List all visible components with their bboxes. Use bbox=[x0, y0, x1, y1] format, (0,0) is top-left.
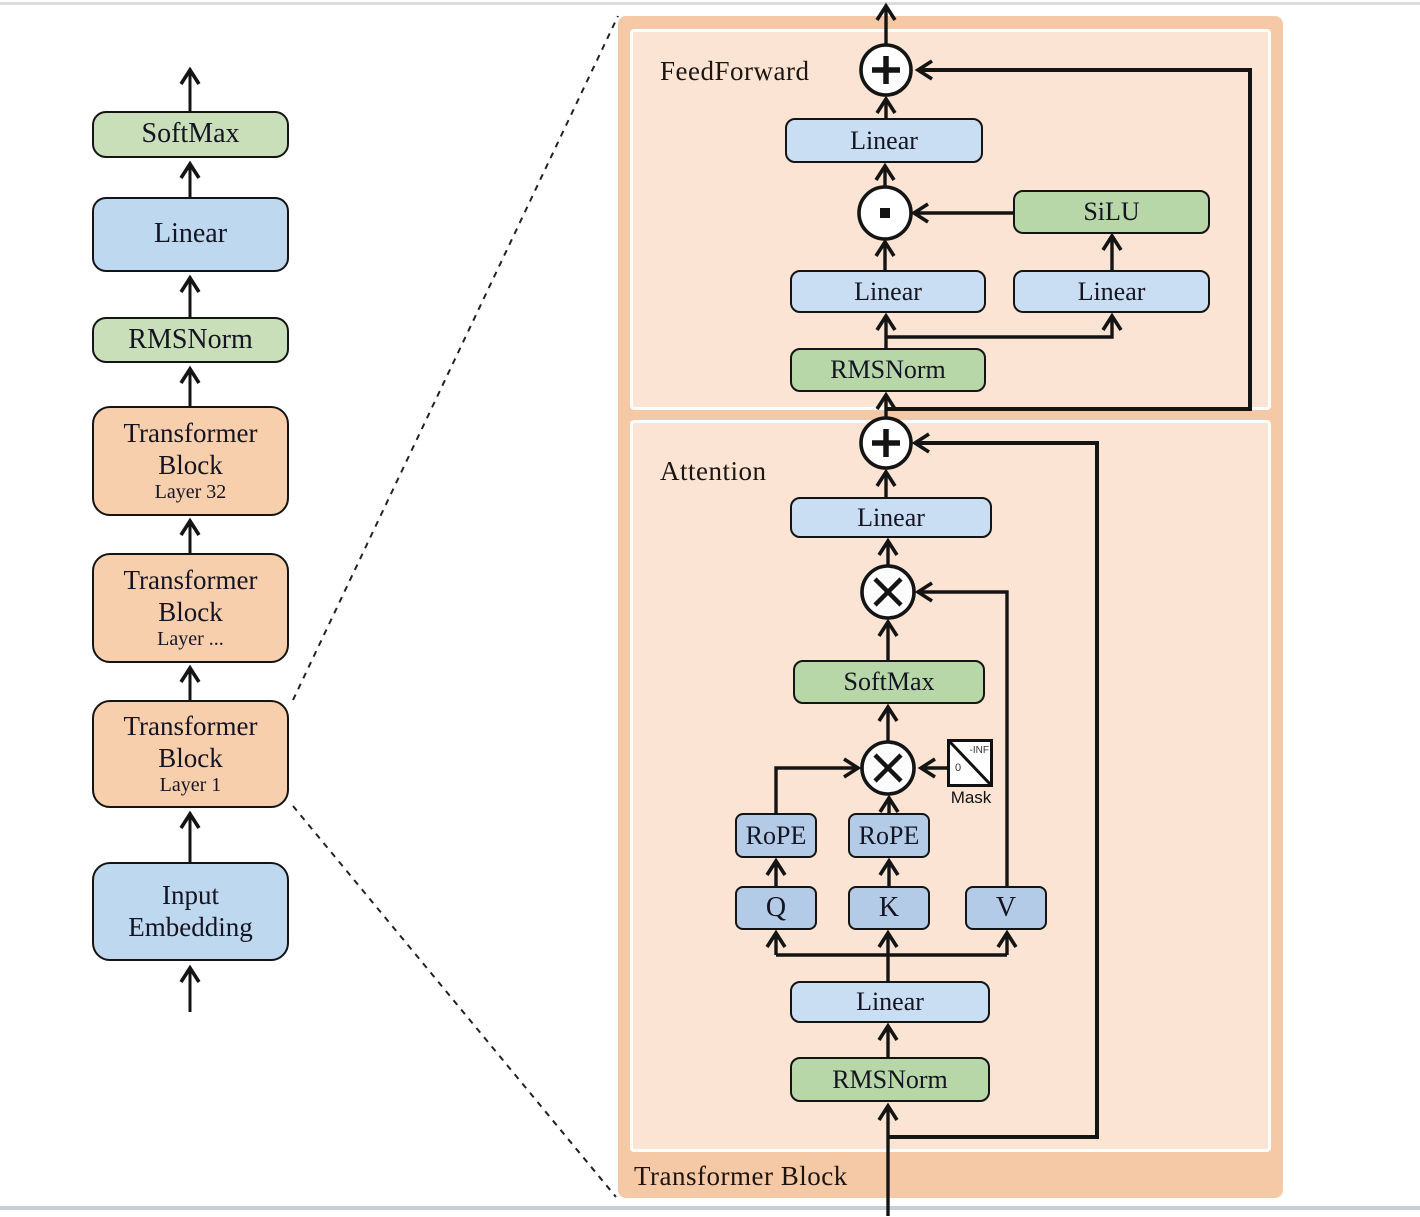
overview-rmsnorm-block: RMSNorm bbox=[92, 317, 289, 363]
overview-transformer-block-mid: Transformer Block Layer ... bbox=[92, 553, 289, 663]
ff-rmsnorm-block: RMSNorm bbox=[790, 348, 986, 392]
key-block: K bbox=[848, 886, 930, 930]
overview-linear-block: Linear bbox=[92, 197, 289, 272]
zoom-guide-lines bbox=[292, 15, 619, 1198]
block-label: Block bbox=[158, 596, 223, 627]
block-label: K bbox=[878, 891, 900, 923]
ff-up-linear-block: Linear bbox=[1013, 270, 1210, 313]
block-label: V bbox=[995, 891, 1017, 923]
overview-transformer-block-32: Transformer Block Layer 32 bbox=[92, 406, 289, 516]
block-label: RMSNorm bbox=[832, 1064, 948, 1094]
block-label: Linear bbox=[1077, 276, 1146, 306]
window-bottom-edge bbox=[0, 1206, 1420, 1210]
ff-gate-linear-block: Linear bbox=[790, 270, 986, 313]
attention-title: Attention bbox=[660, 456, 767, 486]
attention-rmsnorm-block: RMSNorm bbox=[790, 1057, 990, 1102]
ff-output-linear-block: Linear bbox=[785, 118, 983, 163]
layer-number: Layer ... bbox=[157, 627, 224, 650]
block-label: SoftMax bbox=[141, 118, 240, 150]
overview-input-embedding-block: Input Embedding bbox=[92, 862, 289, 961]
ff-silu-block: SiLU bbox=[1013, 190, 1210, 234]
mask-neg-inf-value: -INF bbox=[969, 745, 989, 756]
mask-zero-value: 0 bbox=[955, 762, 962, 775]
block-label: Linear bbox=[854, 276, 922, 306]
block-label: Linear bbox=[856, 987, 924, 1017]
value-block: V bbox=[965, 886, 1047, 930]
block-label: Transformer bbox=[123, 565, 258, 596]
block-label: Block bbox=[158, 742, 223, 773]
causal-mask-icon: -INF 0 bbox=[947, 739, 993, 787]
block-label: Block bbox=[158, 449, 223, 480]
block-label: Embedding bbox=[128, 911, 253, 942]
overview-transformer-block-1: Transformer Block Layer 1 bbox=[92, 700, 289, 808]
rope-k-block: RoPE bbox=[848, 813, 930, 858]
layer-number: Layer 1 bbox=[159, 773, 222, 796]
block-label: Linear bbox=[850, 125, 918, 155]
block-label: SiLU bbox=[1083, 197, 1140, 227]
window-top-edge bbox=[0, 2, 1420, 5]
attention-input-linear-block: Linear bbox=[790, 981, 990, 1023]
overview-softmax-block: SoftMax bbox=[92, 111, 289, 158]
block-label: Transformer bbox=[123, 711, 258, 742]
block-label: Q bbox=[765, 891, 787, 923]
rope-q-block: RoPE bbox=[735, 813, 817, 858]
layer-number: Layer 32 bbox=[154, 480, 227, 503]
block-label: RoPE bbox=[858, 820, 920, 850]
block-label: SoftMax bbox=[843, 667, 935, 697]
attention-softmax-block: SoftMax bbox=[793, 660, 985, 704]
transformer-block-title: Transformer Block bbox=[634, 1161, 848, 1191]
block-label: Linear bbox=[857, 502, 925, 532]
query-block: Q bbox=[735, 886, 817, 930]
attention-output-linear-block: Linear bbox=[790, 497, 992, 538]
block-label: RMSNorm bbox=[128, 323, 253, 355]
mask-label: Mask bbox=[950, 788, 992, 807]
block-label: Transformer bbox=[123, 418, 258, 449]
block-label: Input bbox=[162, 880, 219, 911]
feedforward-title: FeedForward bbox=[660, 56, 810, 86]
block-label: RMSNorm bbox=[830, 355, 946, 385]
block-label: Linear bbox=[153, 218, 228, 250]
block-label: RoPE bbox=[745, 820, 807, 850]
